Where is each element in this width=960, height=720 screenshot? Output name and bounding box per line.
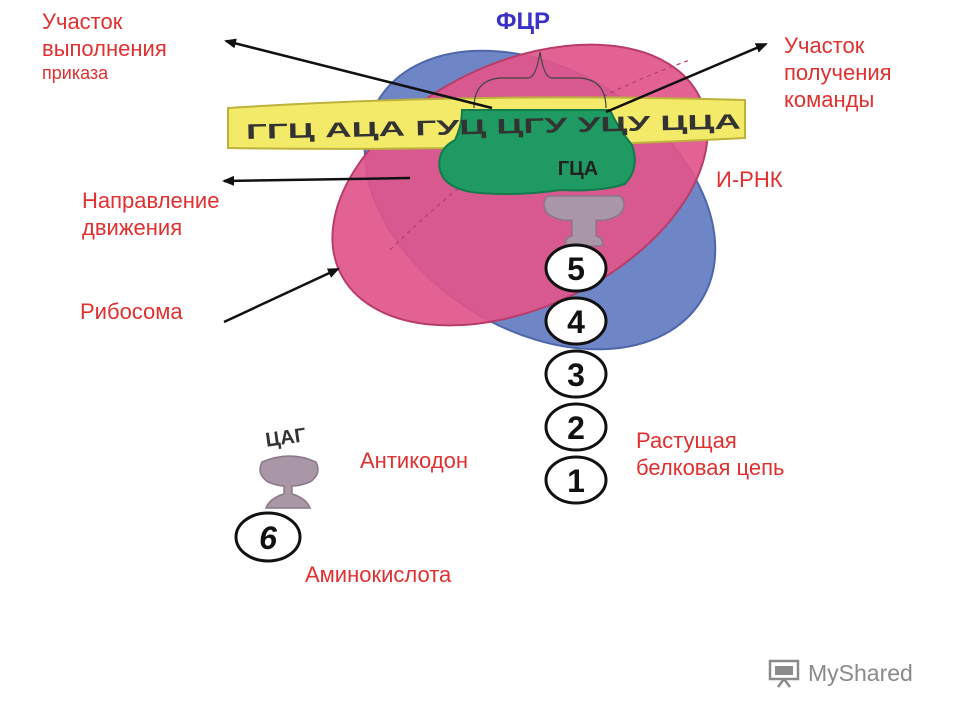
- label-receive-site-line3: команды: [784, 87, 875, 112]
- label-growing-chain: Растущая белковая цепь: [636, 427, 784, 481]
- label-receive-site: Участок получения команды: [784, 32, 892, 113]
- chain-amino-acid-number: 5: [567, 251, 585, 287]
- chain-amino-acid: 1: [544, 455, 608, 505]
- label-growing-chain-line1: Растущая: [636, 428, 737, 453]
- label-growing-chain-line2: белковая цепь: [636, 455, 785, 480]
- label-receive-site-line2: получения: [784, 60, 892, 85]
- label-execution-site-line3: приказа: [42, 63, 109, 83]
- label-anticodon: Антикодон: [360, 448, 469, 473]
- label-ribosome: Рибосома: [80, 299, 183, 324]
- fcr-title: ФЦР: [496, 8, 551, 35]
- label-direction: Направление движения: [82, 187, 219, 241]
- label-mrna: И-РНК: [716, 167, 783, 192]
- chain-amino-acid-number: 4: [567, 304, 585, 340]
- growing-chain: 5 4 3 2 1: [544, 243, 608, 505]
- label-direction-line1: Направление: [82, 188, 220, 213]
- chain-amino-acid: 2: [544, 402, 608, 452]
- label-direction-line2: движения: [82, 215, 183, 240]
- arrow-ribosome: [223, 267, 340, 324]
- chain-amino-acid-number: 2: [567, 410, 585, 446]
- bound-trna-anticodon: ГЦА: [558, 158, 598, 180]
- arrow-receive-site: [605, 42, 768, 114]
- watermark: MyShared: [768, 658, 913, 688]
- bound-trna: [543, 195, 625, 247]
- free-trna-anticodon: ЦАГ: [264, 424, 307, 451]
- functional-center: [438, 109, 636, 195]
- label-execution-site: Участок выполнения приказа: [42, 8, 167, 84]
- presentation-icon: [768, 659, 800, 688]
- label-execution-site-line1: Участок: [42, 9, 123, 34]
- arrow-direction: [222, 175, 411, 186]
- chain-amino-acid-circle: [544, 296, 608, 346]
- free-amino-acid-number: 6: [259, 520, 277, 556]
- chain-amino-acid-circle: [544, 455, 608, 505]
- chain-amino-acid-number: 1: [567, 463, 585, 499]
- arrow-execution-site: [224, 38, 493, 110]
- watermark-text: MyShared: [808, 659, 913, 686]
- label-receive-site-line1: Участок: [784, 33, 865, 58]
- chain-amino-acid: 5: [544, 243, 608, 293]
- chain-amino-acid-circle: [544, 243, 608, 293]
- fcr-bracket: [473, 51, 607, 109]
- label-execution-site-line2: выполнения: [42, 36, 167, 61]
- free-amino-acid: 6: [234, 511, 302, 563]
- free-trna: [259, 455, 319, 509]
- chain-amino-acid-number: 3: [567, 357, 585, 393]
- chain-amino-acid: 4: [544, 296, 608, 346]
- chain-amino-acid-circle: [544, 402, 608, 452]
- label-amino-acid: Аминокислота: [305, 562, 452, 587]
- chain-amino-acid-circle: [544, 349, 608, 399]
- chain-amino-acid: 3: [544, 349, 608, 399]
